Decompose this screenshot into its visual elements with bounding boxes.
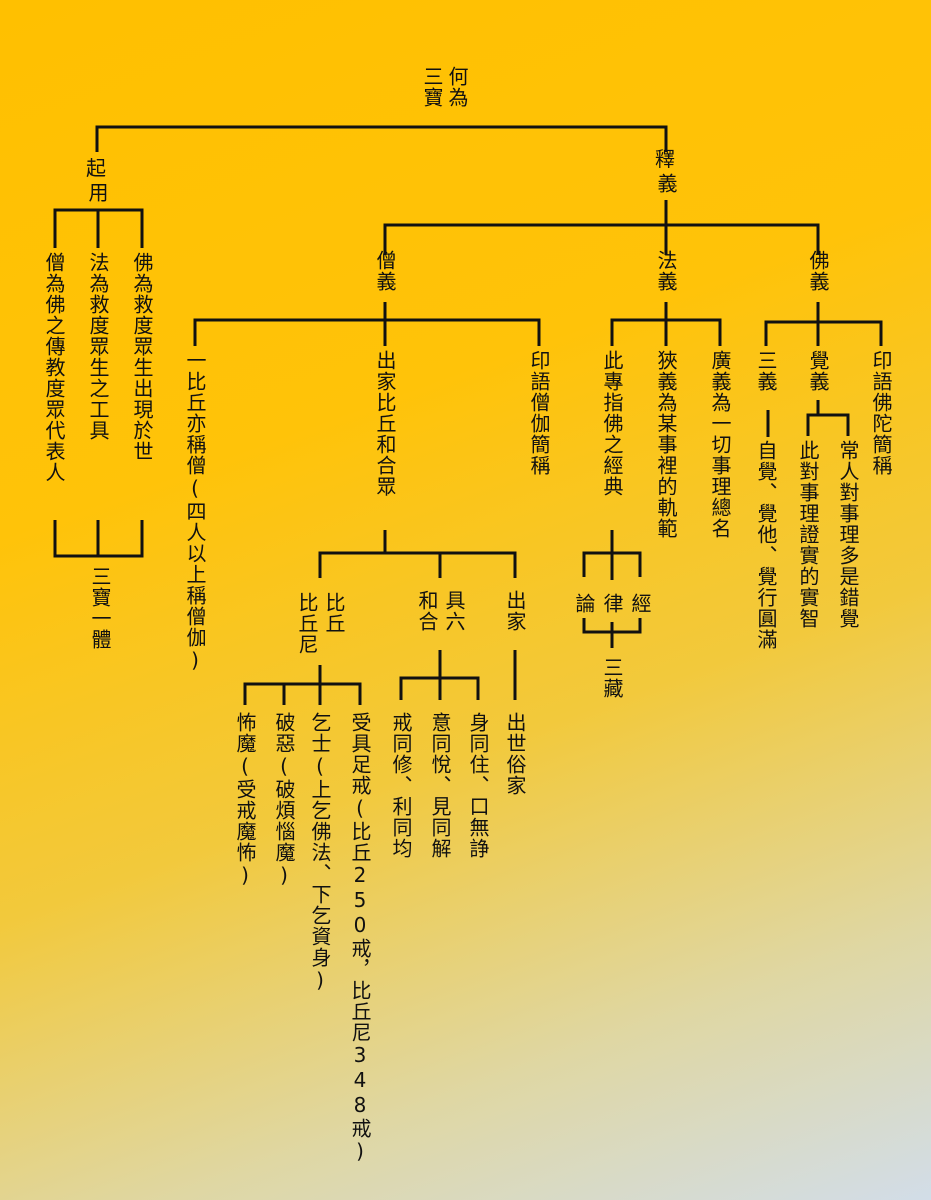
bhikkhu-col1: 比丘	[322, 592, 346, 634]
harmony-item-3: 戒同修、利同均	[389, 712, 413, 859]
three-meanings-desc: 自覺、覺他、覺行圓滿	[754, 440, 778, 650]
usage-item-sangha: 僧為佛之傳教度眾代表人	[42, 252, 66, 483]
bhikkhu-full-precepts: 受具足戒(比丘250戒，比丘尼348戒)	[348, 712, 372, 1164]
root-title-col2: 三寶	[420, 66, 444, 108]
bhikkhu-col2: 比丘尼	[295, 592, 319, 655]
bhikkhu-frighten-mara: 怖魔(受戒魔怖)	[233, 712, 257, 888]
usage-item-buddha: 佛為救度眾生出現於世	[130, 252, 154, 462]
usage-title-col1: 用	[85, 182, 109, 203]
harmony-six-col2: 和合	[415, 590, 439, 632]
bhikkhu-mendicant: 乞士(上乞佛法、下乞資身)	[308, 712, 332, 993]
buddha-three-meanings: 三義	[754, 350, 778, 392]
dharma-scripture: 此專指佛之經典	[600, 350, 624, 497]
harmony-item-1: 身同住、口無諍	[466, 712, 490, 859]
dharma-title: 法義	[654, 250, 678, 292]
sangha-title: 僧義	[373, 250, 397, 292]
canon-abhidharma: 論	[572, 593, 596, 614]
buddha-title: 佛義	[806, 250, 830, 292]
tripitaka: 三藏	[600, 657, 624, 699]
dharma-broad: 廣義為一切事理總名	[708, 350, 732, 539]
bhikkhu-destroy-evil: 破惡(破煩惱魔)	[272, 712, 296, 888]
awakening-common-error: 常人對事理多是錯覺	[836, 440, 860, 629]
buddha-indian-term: 印語佛陀簡稱	[869, 350, 893, 476]
sangha-indian-term: 印語僧伽簡稱	[527, 350, 551, 476]
meaning-title-col1: 義	[654, 173, 678, 194]
harmony-item-2: 意同悅、見同解	[428, 712, 452, 859]
usage-title-col2: 起	[86, 156, 107, 180]
root-title-col1: 何為	[445, 66, 469, 108]
three-jewels-unity: 三寶一體	[88, 566, 112, 650]
canon-sutra: 經	[628, 593, 652, 614]
sangha-monastic-assembly: 出家比丘和合眾	[373, 350, 397, 497]
buddha-awakening: 覺義	[806, 350, 830, 392]
sangha-single-monk: 一比丘亦稱僧(四人以上稱僧伽)	[183, 350, 207, 673]
dharma-narrow: 狹義為某事裡的軌範	[654, 350, 678, 539]
home-leaving-desc: 出世俗家	[503, 712, 527, 796]
usage-item-dharma: 法為救度眾生之工具	[86, 252, 110, 441]
canon-vinaya: 律	[600, 593, 624, 614]
home-leaving: 出家	[503, 590, 527, 632]
meaning-title-col2: 釋	[655, 147, 676, 171]
awakening-true-wisdom: 此對事理證實的實智	[796, 440, 820, 629]
harmony-six-col1: 具六	[442, 590, 466, 632]
